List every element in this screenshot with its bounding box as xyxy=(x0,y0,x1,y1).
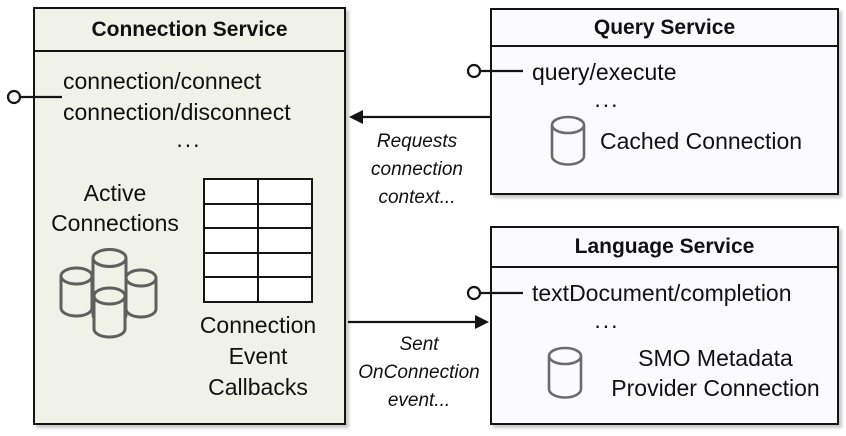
ellipsis-label: ... xyxy=(176,126,202,152)
query-operations: query/execute ... xyxy=(532,57,682,112)
cached-connection-label: Cached Connection xyxy=(600,127,803,154)
connection-service-box: Connection Service connection/connect co… xyxy=(33,7,346,425)
ellipsis-label: ... xyxy=(594,86,620,112)
table-cell xyxy=(259,278,311,301)
table-cell xyxy=(259,204,311,228)
language-service-box: Language Service textDocument/completion… xyxy=(490,226,839,425)
table-cell xyxy=(205,180,257,203)
table-cell xyxy=(259,180,311,203)
operation-label: textDocument/completion xyxy=(532,280,792,306)
sent-arrow xyxy=(348,315,489,329)
sent-onconnection-event-label: Sent OnConnection event... xyxy=(358,334,480,411)
operation-label: query/execute xyxy=(532,59,677,85)
query-service-title: Query Service xyxy=(492,10,837,47)
table-cell xyxy=(259,229,311,252)
operation-label: connection/connect xyxy=(63,68,262,94)
table-cell xyxy=(205,229,257,252)
active-connections-cluster-icon xyxy=(49,246,163,351)
language-operations: textDocument/completion ... xyxy=(532,278,792,333)
cached-connection-row: Cached Connection xyxy=(550,115,802,167)
table-cell xyxy=(259,253,311,277)
table-cell xyxy=(205,253,257,277)
query-service-box: Query Service query/execute ... Cached C… xyxy=(490,8,839,195)
connection-event-callbacks-label: Connection Event Callbacks xyxy=(199,312,317,400)
active-connections-label: Active Connections xyxy=(51,180,179,236)
requests-connection-context-label: Requests connection context... xyxy=(371,131,463,208)
table-cell xyxy=(205,278,257,301)
database-cylinder-icon xyxy=(550,115,586,166)
connection-operations: connection/connect connection/disconnect… xyxy=(63,66,315,152)
database-cylinder-icon xyxy=(547,346,583,399)
smo-metadata-connection-label: SMO Metadata Provider Connection xyxy=(611,345,820,401)
table-cell xyxy=(205,204,257,228)
operation-label: connection/disconnect xyxy=(63,99,291,125)
language-service-title: Language Service xyxy=(492,228,837,268)
callbacks-table xyxy=(203,178,313,303)
requests-arrow xyxy=(349,110,490,124)
connection-service-title: Connection Service xyxy=(35,9,344,52)
ellipsis-label: ... xyxy=(594,307,620,333)
smo-connection-row: SMO Metadata Provider Connection xyxy=(547,343,838,403)
